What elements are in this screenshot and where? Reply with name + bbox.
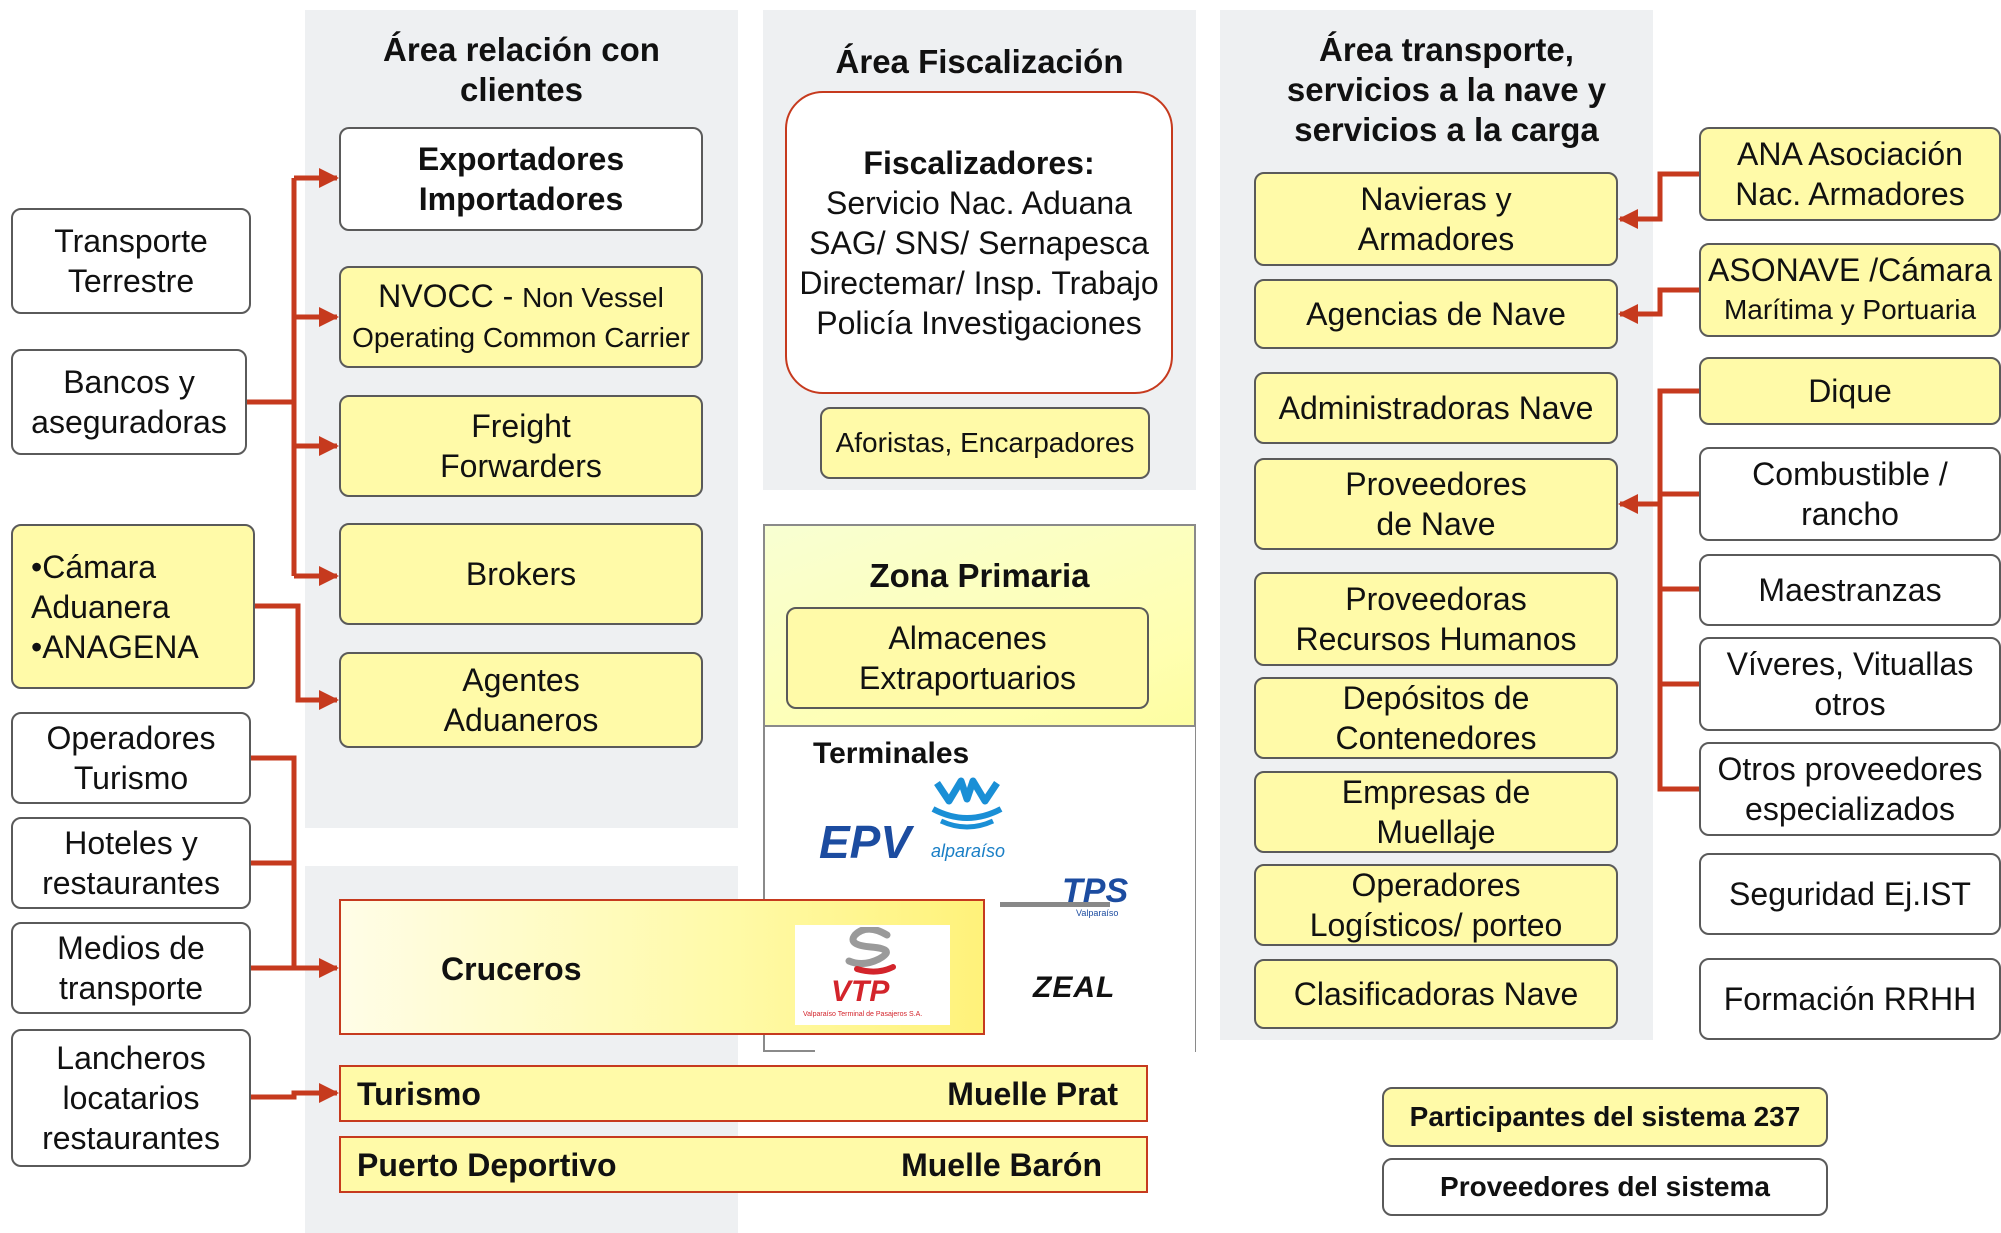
- maestranzas-box: Maestranzas: [1699, 554, 2001, 626]
- nvocc-box: NVOCC - Non Vessel Operating Common Carr…: [339, 266, 703, 368]
- dique-box: Dique: [1699, 357, 2001, 425]
- clasificadoras-nave-box: Clasificadoras Nave: [1254, 959, 1618, 1029]
- seguridad-ist-box: Seguridad Ej.IST: [1699, 853, 2001, 935]
- legend-participantes: Participantes del sistema 237: [1382, 1087, 1828, 1147]
- aforistas-encarpadores-box: Aforistas, Encarpadores: [820, 407, 1150, 479]
- epv-logo: EPV alparaíso: [819, 775, 1029, 868]
- administradoras-nave-box: Administradoras Nave: [1254, 372, 1618, 444]
- zona-primaria-title: Zona Primaria: [869, 557, 1090, 594]
- formacion-rrhh-box: Formación RRHH: [1699, 958, 2001, 1040]
- agencias-nave-box: Agencias de Nave: [1254, 279, 1618, 349]
- brokers-box: Brokers: [339, 523, 703, 625]
- zeal-logo: ZEAL: [1033, 971, 1116, 1004]
- fiscal-area-title: Área Fiscalización: [835, 43, 1124, 80]
- legend-proveedores: Proveedores del sistema: [1382, 1158, 1828, 1216]
- vtp-logo: VTP Valparaíso Terminal de Pasajeros S.A…: [795, 925, 950, 1025]
- terminales-label: Terminales: [813, 737, 970, 770]
- fiscalizadores-box: Fiscalizadores: Servicio Nac. Aduana SAG…: [785, 91, 1173, 394]
- puerto-deportivo-muelle-baron-box: Puerto Deportivo Muelle Barón: [339, 1136, 1148, 1193]
- turismo-muelle-prat-box: Turismo Muelle Prat: [339, 1065, 1148, 1122]
- combustible-rancho-box: Combustible /rancho: [1699, 447, 2001, 541]
- tps-logo: TPS Valparaíso: [1000, 868, 1140, 926]
